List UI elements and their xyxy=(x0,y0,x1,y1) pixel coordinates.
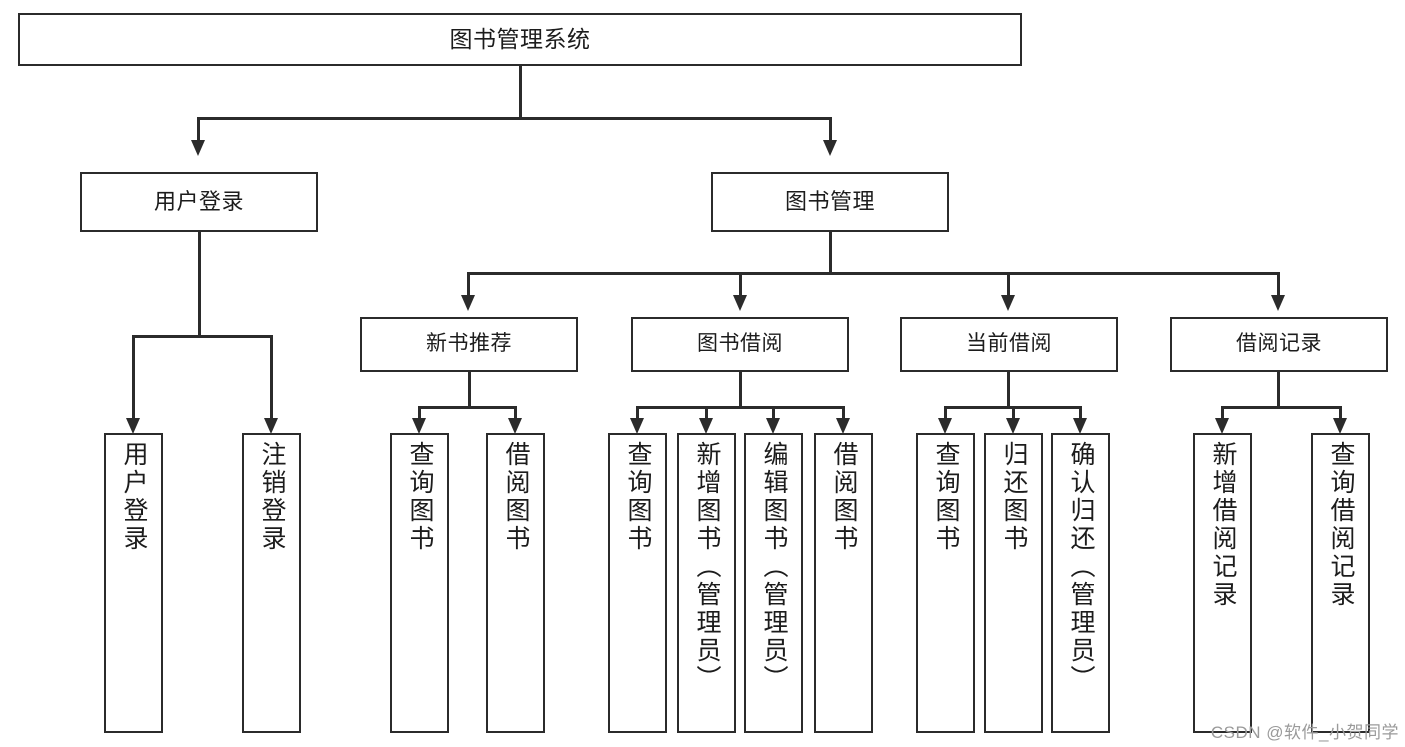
node-book-borrow[interactable]: 图书借阅 xyxy=(631,317,849,372)
node-label: 编辑图书（管理员） xyxy=(760,441,788,693)
connector-cb-stem xyxy=(1007,372,1010,406)
node-label: 新增图书（管理员） xyxy=(693,441,721,693)
arrowhead-new-book-recommend xyxy=(461,295,475,311)
connector-br-stem xyxy=(1277,372,1280,406)
node-borrow-record[interactable]: 借阅记录 xyxy=(1170,317,1388,372)
node-label: 查询借阅记录 xyxy=(1327,441,1355,609)
arrowhead-book-borrow xyxy=(733,295,747,311)
connector-root-bus xyxy=(197,117,831,120)
leaf-return-book[interactable]: 归还图书 xyxy=(984,433,1043,733)
leaf-add-record[interactable]: 新增借阅记录 xyxy=(1193,433,1252,733)
arrowhead-leaf-query-book-3 xyxy=(938,418,952,434)
connector-root-drop-right xyxy=(829,117,832,142)
node-label: 当前借阅 xyxy=(966,332,1052,356)
connector-root-stem xyxy=(519,66,522,117)
node-label: 用户登录 xyxy=(120,441,148,553)
node-current-borrow[interactable]: 当前借阅 xyxy=(900,317,1118,372)
node-label: 查询图书 xyxy=(406,441,434,553)
leaf-query-book-3[interactable]: 查询图书 xyxy=(916,433,975,733)
arrowhead-leaf-user-logout xyxy=(264,418,278,434)
node-label: 图书管理系统 xyxy=(449,25,591,52)
node-new-book-recommend[interactable]: 新书推荐 xyxy=(360,317,578,372)
node-label: 归还图书 xyxy=(1000,441,1028,553)
connector-br-bus xyxy=(1221,406,1341,409)
arrowhead-leaf-query-book-2 xyxy=(630,418,644,434)
node-label: 确认归还（管理员） xyxy=(1067,441,1095,693)
connector-cb-drop-2 xyxy=(1012,406,1015,420)
node-label: 查询图书 xyxy=(932,441,960,553)
node-label: 借阅图书 xyxy=(830,441,858,553)
connector-user-login-drop-1 xyxy=(132,335,135,420)
arrowhead-leaf-confirm-return xyxy=(1073,418,1087,434)
connector-user-login-stem xyxy=(198,232,201,335)
arrowhead-leaf-return-book xyxy=(1006,418,1020,434)
connector-bb-stem xyxy=(739,372,742,406)
connector-bm-drop-1 xyxy=(467,272,470,297)
node-book-manage[interactable]: 图书管理 xyxy=(711,172,949,232)
connector-bm-drop-2 xyxy=(739,272,742,297)
connector-cb-drop-1 xyxy=(944,406,947,420)
connector-nbr-stem xyxy=(468,372,471,406)
arrowhead-leaf-add-book xyxy=(699,418,713,434)
connector-book-manage-stem xyxy=(829,232,832,272)
leaf-borrow-book-1[interactable]: 借阅图书 xyxy=(486,433,545,733)
node-root-system[interactable]: 图书管理系统 xyxy=(18,13,1022,66)
connector-book-manage-bus xyxy=(467,272,1279,275)
node-label: 图书借阅 xyxy=(697,332,783,356)
connector-bm-drop-4 xyxy=(1277,272,1280,297)
node-label: 新增借阅记录 xyxy=(1209,441,1237,609)
leaf-user-logout[interactable]: 注销登录 xyxy=(242,433,301,733)
arrowhead-leaf-user-login xyxy=(126,418,140,434)
node-label: 查询图书 xyxy=(624,441,652,553)
connector-root-drop-left xyxy=(197,117,200,142)
node-label: 用户登录 xyxy=(153,189,244,215)
arrowhead-leaf-borrow-book-2 xyxy=(836,418,850,434)
connector-bb-drop-1 xyxy=(636,406,639,420)
arrowhead-leaf-query-record xyxy=(1333,418,1347,434)
leaf-borrow-book-2[interactable]: 借阅图书 xyxy=(814,433,873,733)
connector-bb-drop-4 xyxy=(842,406,845,420)
leaf-add-book[interactable]: 新增图书（管理员） xyxy=(677,433,736,733)
leaf-query-book-2[interactable]: 查询图书 xyxy=(608,433,667,733)
leaf-confirm-return[interactable]: 确认归还（管理员） xyxy=(1051,433,1110,733)
node-user-login[interactable]: 用户登录 xyxy=(80,172,318,232)
arrowhead-current-borrow xyxy=(1001,295,1015,311)
connector-user-login-drop-2 xyxy=(270,335,273,420)
connector-user-login-bus xyxy=(132,335,272,338)
connector-bm-drop-3 xyxy=(1007,272,1010,297)
arrowhead-to-book-manage xyxy=(823,140,837,156)
connector-br-drop-1 xyxy=(1221,406,1224,420)
node-label: 新书推荐 xyxy=(426,332,512,356)
arrowhead-leaf-query-book-1 xyxy=(412,418,426,434)
arrowhead-leaf-add-record xyxy=(1215,418,1229,434)
node-label: 注销登录 xyxy=(258,441,286,553)
connector-br-drop-2 xyxy=(1339,406,1342,420)
leaf-user-login[interactable]: 用户登录 xyxy=(104,433,163,733)
leaf-edit-book[interactable]: 编辑图书（管理员） xyxy=(744,433,803,733)
leaf-query-record[interactable]: 查询借阅记录 xyxy=(1311,433,1370,733)
node-label: 借阅图书 xyxy=(502,441,530,553)
leaf-query-book-1[interactable]: 查询图书 xyxy=(390,433,449,733)
node-label: 图书管理 xyxy=(784,189,875,215)
connector-nbr-bus xyxy=(418,406,516,409)
arrowhead-borrow-record xyxy=(1271,295,1285,311)
connector-cb-drop-3 xyxy=(1079,406,1082,420)
connector-bb-drop-3 xyxy=(772,406,775,420)
arrowhead-leaf-borrow-book-1 xyxy=(508,418,522,434)
connector-nbr-drop-1 xyxy=(418,406,421,420)
connector-bb-drop-2 xyxy=(705,406,708,420)
node-label: 借阅记录 xyxy=(1236,332,1322,356)
arrowhead-leaf-edit-book xyxy=(766,418,780,434)
arrowhead-to-user-login xyxy=(191,140,205,156)
connector-bb-bus xyxy=(636,406,844,409)
connector-nbr-drop-2 xyxy=(514,406,517,420)
